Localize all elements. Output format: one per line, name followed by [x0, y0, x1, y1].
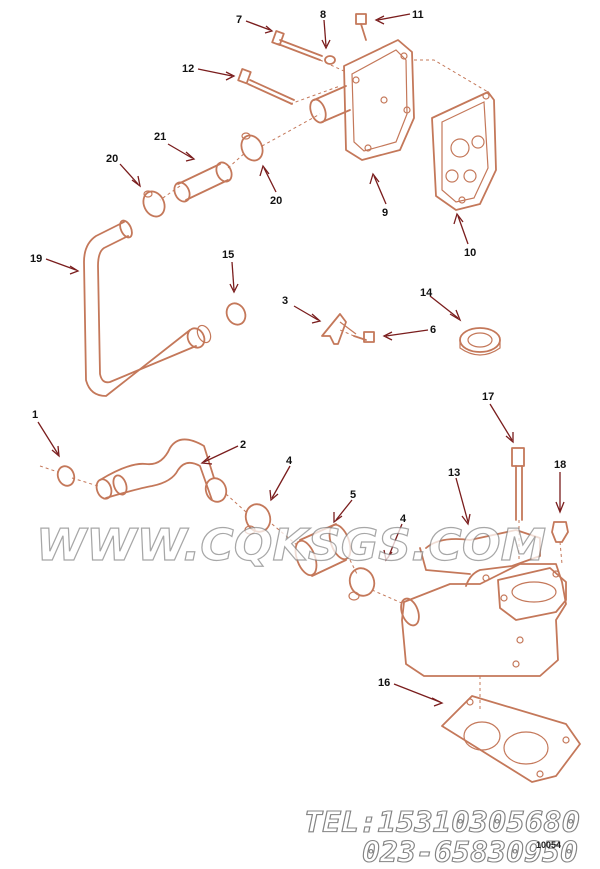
- callout-17: 17: [482, 391, 494, 403]
- callout-18: 18: [554, 459, 566, 471]
- clamp-4b-part: [348, 567, 376, 601]
- callout-14: 14: [420, 287, 433, 299]
- callout-3: 3: [282, 295, 288, 307]
- cover-plate-part: [309, 39, 415, 161]
- hose-5-part: [294, 523, 352, 577]
- clamp-20b-part: [240, 132, 264, 162]
- callout-9: 9: [382, 207, 388, 219]
- callout-4-upper: 4: [286, 455, 293, 467]
- callout-11: 11: [412, 9, 424, 21]
- capscrew-17-part: [511, 447, 525, 521]
- callout-1: 1: [32, 409, 38, 421]
- callout-20-left: 20: [106, 153, 118, 165]
- capscrew-12-part: [237, 68, 295, 105]
- capscrew-7-part: [271, 30, 323, 61]
- bracket-3-part: [321, 313, 357, 345]
- callout-19: 19: [30, 253, 42, 265]
- housing-13-part: [400, 529, 567, 677]
- watermark-tel: TEL:15310305680: [304, 806, 580, 839]
- clamp-20a-part: [142, 190, 166, 218]
- callout-7: 7: [236, 14, 242, 26]
- tube-2-part: [95, 438, 228, 503]
- watermark-phone: 023-65830950: [362, 836, 578, 869]
- watermark-site: WWW.CQKSGS.COM: [36, 520, 546, 571]
- callout-4-lower: 4: [400, 513, 407, 525]
- figure-id: 10054: [536, 840, 561, 850]
- assembly-lines: [39, 59, 563, 712]
- callout-2: 2: [240, 439, 246, 451]
- callout-21: 21: [154, 131, 166, 143]
- tube-19-part: [83, 219, 212, 397]
- gasket-16-part: [441, 695, 581, 783]
- callout-15: 15: [222, 249, 234, 261]
- clamp-4a-part: [244, 503, 272, 535]
- callout-12: 12: [182, 63, 194, 75]
- o-ring-15-part: [225, 302, 247, 326]
- screw-6-part: [353, 331, 375, 343]
- washer-8-part: [324, 55, 336, 65]
- capscrew-11-part: [355, 13, 367, 41]
- housing-gasket-part: [431, 91, 497, 211]
- leader-lines: [37, 13, 565, 707]
- callout-16: 16: [378, 677, 390, 689]
- callout-8: 8: [320, 9, 326, 21]
- hose-21-part: [173, 161, 233, 203]
- seal-14-part: [459, 327, 501, 356]
- plug-18-part: [551, 521, 569, 543]
- callout-6: 6: [430, 324, 436, 336]
- callout-20-right: 20: [270, 195, 282, 207]
- callout-10: 10: [464, 247, 476, 259]
- o-ring-1-part: [56, 465, 76, 487]
- callout-labels: 7 8 11 12 21 20 20 9 10 19 15 3 6 14 1 2…: [30, 9, 566, 689]
- callout-5: 5: [350, 489, 356, 501]
- callout-13: 13: [448, 467, 460, 479]
